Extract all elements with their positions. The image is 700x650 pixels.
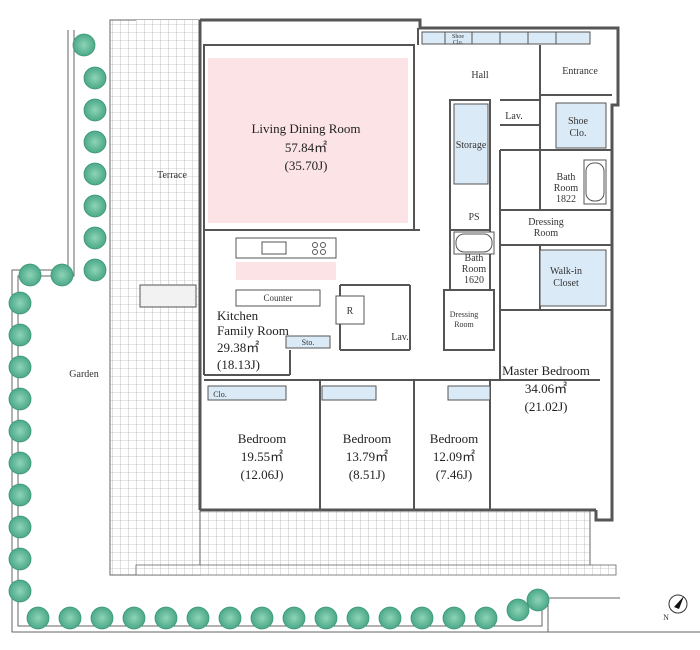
kitchen-counter bbox=[235, 237, 365, 325]
bedroom1-jo: (12.06J) bbox=[241, 467, 284, 482]
ps-label: PS bbox=[468, 212, 479, 223]
building-walls bbox=[198, 18, 620, 522]
bedroom2-area: 13.79㎡ bbox=[346, 449, 388, 464]
shoe-top-1: Shoe bbox=[452, 34, 464, 40]
shoe-clo-1: Shoe bbox=[568, 116, 589, 127]
living-name: Living Dining Room bbox=[251, 121, 360, 136]
room-labels: Living Dining Room 57.84㎡ (35.70J) Kitch… bbox=[69, 34, 669, 622]
terrace-label: Terrace bbox=[157, 170, 187, 181]
entrance-label: Entrance bbox=[562, 66, 598, 77]
counter-label: Counter bbox=[264, 293, 293, 303]
bench bbox=[139, 284, 197, 308]
interior-walls bbox=[203, 28, 612, 510]
master-jo: (21.02J) bbox=[525, 399, 568, 414]
master-area: 34.06㎡ bbox=[525, 381, 567, 396]
kitchen-name-2: Family Room bbox=[217, 323, 289, 338]
kitchen-jo: (18.13J) bbox=[217, 357, 260, 372]
bathtub-1822 bbox=[585, 162, 605, 202]
hall-label: Hall bbox=[471, 70, 488, 81]
bath1620-2: Room bbox=[462, 264, 487, 275]
north-arrow-icon bbox=[668, 594, 688, 614]
living-room-fill bbox=[208, 58, 408, 223]
bath1822-3: 1822 bbox=[556, 194, 576, 205]
dressing2-1: Dressing bbox=[450, 310, 478, 319]
living-area: 57.84㎡ bbox=[285, 140, 327, 155]
bedroom3-name: Bedroom bbox=[430, 431, 478, 446]
kitchen-name-1: Kitchen bbox=[217, 308, 259, 323]
shoe-clo-2: Clo. bbox=[570, 128, 587, 139]
dressing2-2: Room bbox=[454, 320, 474, 329]
bath1822-2: Room bbox=[554, 183, 579, 194]
bath1620-3: 1620 bbox=[464, 275, 484, 286]
bedroom3-jo: (7.46J) bbox=[436, 467, 472, 482]
kitchen-pink bbox=[236, 262, 336, 280]
dressing1-1: Dressing bbox=[528, 217, 564, 228]
north-label: N bbox=[663, 613, 669, 622]
walkin-1: Walk-in bbox=[550, 266, 582, 277]
dressing1-2: Room bbox=[534, 228, 559, 239]
bathtub-1620 bbox=[455, 233, 493, 253]
top-closets bbox=[421, 31, 591, 45]
bedroom3-area: 12.09㎡ bbox=[433, 449, 475, 464]
bath1822-1: Bath bbox=[557, 172, 576, 183]
sto-label: Sto. bbox=[302, 338, 315, 347]
living-jo: (35.70J) bbox=[285, 158, 328, 173]
bath1620-1: Bath bbox=[465, 253, 484, 264]
kitchen-area: 29.38㎡ bbox=[217, 340, 259, 355]
bedroom1-name: Bedroom bbox=[238, 431, 286, 446]
bedroom1-area: 19.55㎡ bbox=[241, 449, 283, 464]
bedroom2-name: Bedroom bbox=[343, 431, 391, 446]
shoe-top-2: Clo. bbox=[453, 40, 464, 46]
trees bbox=[8, 33, 550, 630]
walkin-2: Closet bbox=[553, 278, 579, 289]
lav-label: Lav. bbox=[505, 111, 522, 122]
r-label: R bbox=[347, 306, 354, 317]
master-name: Master Bedroom bbox=[502, 363, 590, 378]
garden-label: Garden bbox=[69, 369, 98, 380]
storage-label: Storage bbox=[456, 140, 487, 151]
lav2-label: Lav. bbox=[391, 332, 408, 343]
bedroom2-jo: (8.51J) bbox=[349, 467, 385, 482]
bedroom-closets bbox=[207, 335, 491, 401]
clo-label: Clo. bbox=[213, 390, 227, 399]
garden-outline bbox=[11, 30, 700, 633]
